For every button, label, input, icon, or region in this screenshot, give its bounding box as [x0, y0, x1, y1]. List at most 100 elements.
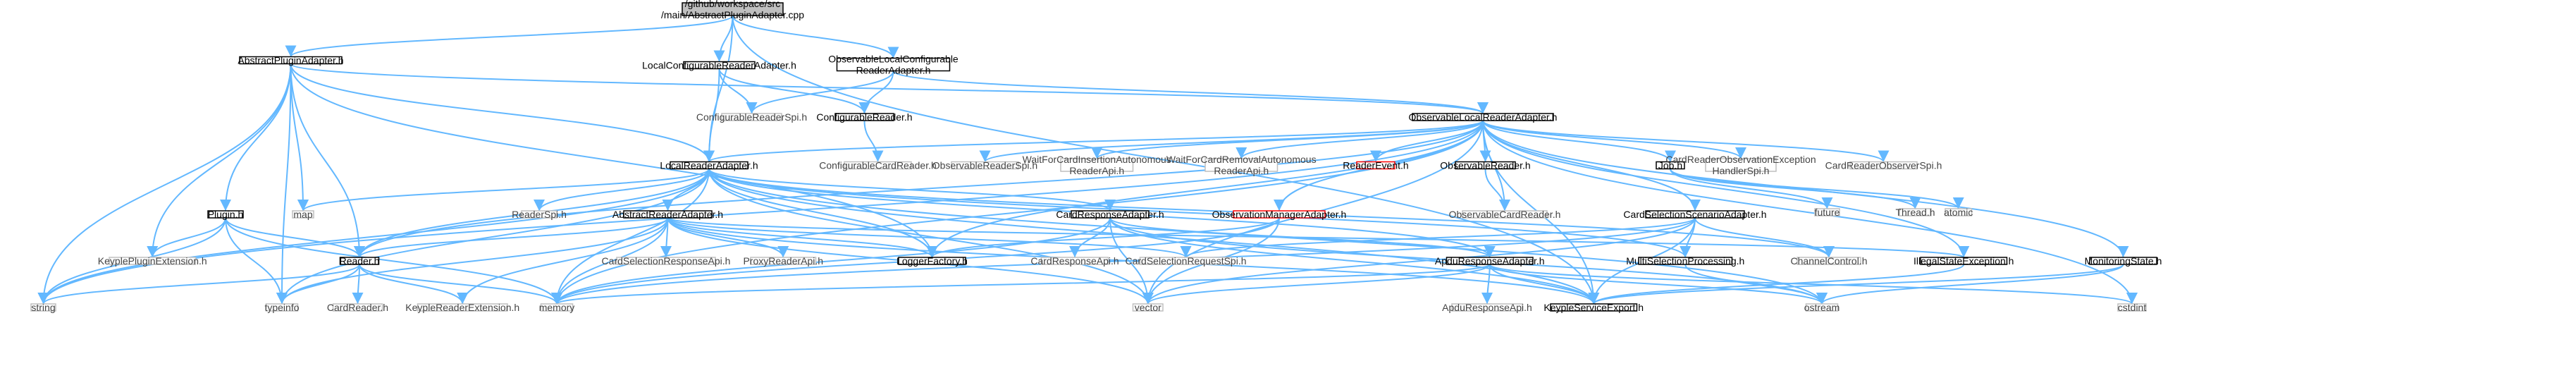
edge-root-to-observable-local-configurable-reader-adapter [732, 15, 899, 59]
node-abstract-reader-adapter[interactable]: AbstractReaderAdapter.h [612, 209, 723, 220]
node-card-reader-observer-spi[interactable]: CardReaderObserverSpi.h [1825, 160, 1942, 171]
edge-configurable-reader-to-configurable-card-reader [863, 120, 884, 162]
edge-card-selection-scenario-adapter-to-channel-control [1694, 217, 1835, 258]
node-reader-spi[interactable]: ReaderSpi.h [512, 209, 567, 220]
node-card-selection-request-spi[interactable]: CardSelectionRequestSpi.h [1126, 255, 1247, 267]
edge-local-reader-adapter-to-logger-factory [708, 169, 938, 258]
node-box [1849, 161, 1918, 170]
node-label: Job.h [1658, 160, 1682, 171]
node-box [239, 56, 343, 65]
node-label: IllegalStateException.h [1913, 255, 2014, 267]
edge-abstract-plugin-adapter-to-keyple-plugin-extension [147, 63, 292, 258]
edge-apdu-response-adapter-to-cstdint [1489, 264, 2138, 305]
edge-root-to-keyple-service-export [732, 15, 1600, 305]
edge-local-reader-adapter-to-typeinfo [276, 169, 710, 305]
node-box [339, 257, 380, 265]
node-observable-card-reader[interactable]: ObservableCardReader.h [1449, 209, 1561, 220]
node-configurable-reader-spi[interactable]: ConfigurableReaderSpi.h [696, 111, 807, 123]
node-label: map [293, 209, 312, 220]
node-typeinfo[interactable]: typeinfo [264, 302, 299, 313]
node-label: AbstractPluginAdapter.h [238, 55, 343, 66]
node-label: typeinfo [264, 302, 299, 313]
node-configurable-card-reader[interactable]: ConfigurableCardReader.h [819, 160, 937, 171]
node-card-selection-response-api[interactable]: CardSelectionResponseApi.h [602, 255, 731, 267]
node-label: MultiSelectionProcessing.h [1626, 255, 1744, 267]
node-label: KeypleReaderExtension.h [405, 302, 519, 313]
node-label: LoggerFactory.h [896, 255, 968, 267]
node-thread[interactable]: Thread.h [1895, 207, 1935, 218]
node-channel-control[interactable]: ChannelControl.h [1791, 255, 1868, 267]
edge-abstract-reader-adapter-to-reader [354, 217, 669, 258]
node-illegal-state-exception[interactable]: IllegalStateException.h [1913, 255, 2014, 267]
node-multi-selection-processing[interactable]: MultiSelectionProcessing.h [1626, 255, 1744, 267]
node-observation-manager-adapter[interactable]: ObservationManagerAdapter.h [1212, 209, 1347, 220]
node-label: KeyplePluginExtension.h [98, 255, 207, 267]
node-monitoring-state[interactable]: MonitoringState.h [2085, 255, 2162, 267]
node-label: KeypleServiceExport.h [1543, 302, 1644, 313]
node-label: WaitForCardRemovalAutonomous [1166, 154, 1317, 165]
node-cstdint[interactable]: cstdint [2117, 302, 2147, 313]
edge-card-selection-scenario-adapter-to-card-selection-request-spi [1180, 217, 1696, 258]
node-label: ProxyReaderApi.h [743, 255, 823, 267]
node-label: CardReaderObservationException [1665, 154, 1816, 165]
node-apdu-response-api[interactable]: ApduResponseApi.h [1442, 302, 1532, 313]
node-plugin[interactable]: Plugin.h [207, 209, 244, 220]
edge-reader-to-keyple-reader-extension [359, 264, 469, 305]
node-abstract-plugin-adapter[interactable]: AbstractPluginAdapter.h [238, 55, 343, 66]
node-observable-local-reader-adapter[interactable]: ObservableLocalReaderAdapter.h [1409, 111, 1558, 123]
node-box [951, 161, 1019, 170]
edge-local-reader-adapter-to-reader-spi [534, 169, 710, 212]
node-apdu-response-adapter[interactable]: ApduResponseAdapter.h [1435, 255, 1545, 267]
edge-observable-local-configurable-reader-adapter-to-observable-local-reader-adapter [892, 70, 1489, 114]
node-local-reader-adapter[interactable]: LocalReaderAdapter.h [660, 160, 758, 171]
node-keyple-reader-extension[interactable]: KeypleReaderExtension.h [405, 302, 519, 313]
edge-observable-local-reader-adapter-to-string [37, 120, 1484, 305]
node-keyple-service-export[interactable]: KeypleServiceExport.h [1543, 302, 1644, 313]
node-card-selection-scenario-adapter[interactable]: CardSelectionScenarioAdapter.h [1623, 209, 1766, 220]
edge-reader-to-typeinfo [276, 264, 360, 305]
node-string[interactable]: string [30, 302, 56, 313]
node-reader-event[interactable]: ReaderEvent.h [1343, 160, 1408, 171]
node-label: ObservableReader.h [1440, 160, 1530, 171]
node-keyple-plugin-extension[interactable]: KeyplePluginExtension.h [98, 255, 207, 267]
node-atomic[interactable]: atomic [1944, 207, 1973, 218]
node-reader[interactable]: Reader.h [340, 255, 380, 267]
node-configurable-reader[interactable]: ConfigurableReader.h [816, 111, 912, 123]
node-label: ConfigurableReader.h [816, 111, 912, 123]
node-observable-reader-spi[interactable]: ObservableReaderSpi.h [932, 160, 1037, 171]
node-future[interactable]: future [1814, 207, 1840, 218]
node-label: ObservableLocalConfigurable [828, 54, 959, 65]
node-card-reader[interactable]: CardReader.h [327, 302, 388, 313]
node-logger-factory[interactable]: LoggerFactory.h [896, 255, 968, 267]
node-label: atomic [1944, 207, 1973, 218]
edge-local-reader-adapter-to-memory [551, 169, 710, 305]
node-wait-for-card-insertion[interactable]: WaitForCardInsertionAutonomousReaderApi.… [1023, 154, 1171, 176]
edge-local-reader-adapter-to-keyple-service-export [708, 169, 1600, 305]
node-job[interactable]: Job.h [1656, 160, 1685, 171]
node-label: ApduResponseAdapter.h [1435, 255, 1545, 267]
node-card-response-api[interactable]: CardResponseApi.h [1030, 255, 1118, 267]
edge-abstract-reader-adapter-to-keyple-reader-extension [457, 217, 669, 305]
node-observable-local-configurable-reader-adapter[interactable]: ObservableLocalConfigurableReaderAdapter… [828, 54, 959, 76]
node-box [1139, 257, 1233, 265]
node-map[interactable]: map [292, 209, 314, 220]
node-vector[interactable]: vector [1132, 302, 1164, 313]
node-ostream[interactable]: ostream [1804, 302, 1840, 313]
node-local-configurable-reader-adapter[interactable]: LocalConfigurableReaderAdapter.h [642, 60, 796, 71]
node-card-response-adapter[interactable]: CardResponseAdapter.h [1056, 209, 1164, 220]
node-observable-reader[interactable]: ObservableReader.h [1440, 160, 1530, 171]
node-label: /github/workspace/src [685, 0, 780, 9]
edge-abstract-reader-adapter-to-memory [551, 217, 669, 305]
node-root[interactable]: /github/workspace/src/main/AbstractPlugi… [661, 0, 804, 20]
edge-card-response-adapter-to-memory [551, 217, 1111, 305]
edge-observable-local-reader-adapter-to-card-reader-observation-exception-handler-spi [1482, 120, 1746, 159]
node-box [836, 57, 951, 72]
node-box [1638, 257, 1733, 265]
node-proxy-reader-api[interactable]: ProxyReaderApi.h [743, 255, 823, 267]
node-card-reader-observation-exception-handler-spi[interactable]: CardReaderObservationExceptionHandlerSpi… [1665, 154, 1816, 176]
edge-local-reader-adapter-to-vector [708, 169, 1154, 305]
edge-apdu-response-adapter-to-ostream [1489, 264, 1828, 305]
node-memory[interactable]: memory [539, 302, 575, 313]
